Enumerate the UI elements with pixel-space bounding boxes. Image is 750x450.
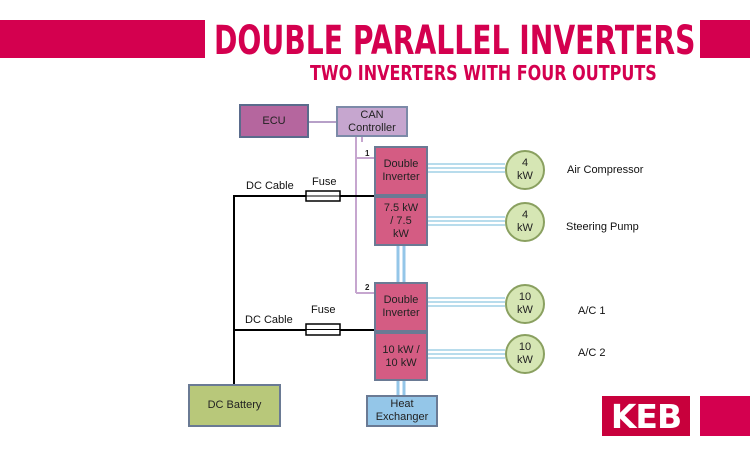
output-4-circle: 10 kW xyxy=(505,334,545,374)
header-band-left xyxy=(0,20,205,58)
ecu-label: ECU xyxy=(262,114,286,127)
heat-exchanger-label: Heat Exchanger xyxy=(375,398,429,423)
inverter-1-top: Double Inverter xyxy=(374,146,428,196)
page-subtitle: TWO INVERTERS WITH FOUR OUTPUTS xyxy=(310,61,657,85)
output-2-power: 4 kW xyxy=(517,209,533,234)
output-3-power: 10 kW xyxy=(517,291,533,316)
output-1-power: 4 kW xyxy=(517,157,533,182)
output-1-circle: 4 kW xyxy=(505,150,545,190)
inverter-1-top-label: Double Inverter xyxy=(382,158,420,183)
keb-logo: KEB xyxy=(602,396,690,436)
inverter-2-number: 2 xyxy=(365,283,370,292)
can-controller-label: CAN Controller xyxy=(348,108,396,134)
dc-battery-box: DC Battery xyxy=(188,384,281,427)
fuse-2-label: Fuse xyxy=(311,304,336,316)
inverter-2-bottom: 10 kW / 10 kW xyxy=(374,332,428,381)
output-2-circle: 4 kW xyxy=(505,202,545,242)
fuse-1-label: Fuse xyxy=(312,176,337,188)
can-controller-box: CAN Controller xyxy=(336,106,408,137)
footer-band xyxy=(700,396,750,436)
output-2-label: Steering Pump xyxy=(566,221,639,233)
dc-cable-1-label: DC Cable xyxy=(246,180,294,192)
inverter-2-bottom-label: 10 kW / 10 kW xyxy=(382,343,420,369)
output-3-circle: 10 kW xyxy=(505,284,545,324)
page-title: DOUBLE PARALLEL INVERTERS xyxy=(214,18,696,64)
output-1-label: Air Compressor xyxy=(567,164,644,176)
heat-exchanger-box: Heat Exchanger xyxy=(366,395,438,427)
inverter-2-top: Double Inverter xyxy=(374,282,428,332)
output-4-label: A/C 2 xyxy=(578,347,606,359)
inverter-1-bottom-label: 7.5 kW / 7.5 kW xyxy=(383,201,419,240)
inverter-2-top-label: Double Inverter xyxy=(382,294,420,319)
inverter-1-bottom: 7.5 kW / 7.5 kW xyxy=(374,196,428,246)
output-4-power: 10 kW xyxy=(517,341,533,366)
ecu-box: ECU xyxy=(239,104,309,138)
header-band-right xyxy=(700,20,750,58)
dc-cable-2-label: DC Cable xyxy=(245,314,293,326)
dc-battery-label: DC Battery xyxy=(207,399,262,411)
inverter-1-number: 1 xyxy=(365,149,370,158)
output-3-label: A/C 1 xyxy=(578,305,606,317)
